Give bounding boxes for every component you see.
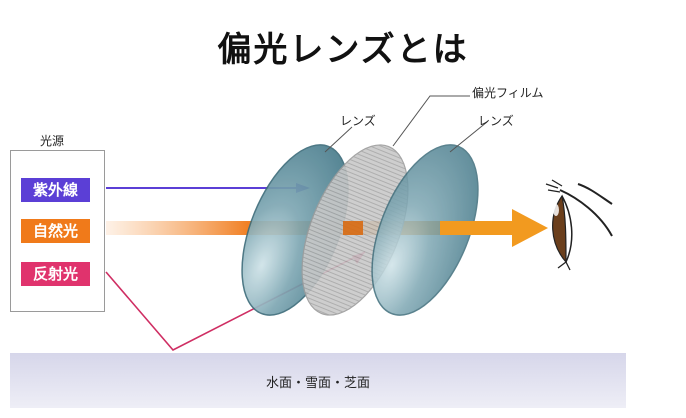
natural-light-badge: 自然光 <box>21 219 90 243</box>
lens-right-label: レンズ <box>478 114 514 128</box>
callout-lens-left <box>324 126 353 153</box>
callout-film <box>392 95 470 147</box>
beam-through-film <box>343 221 363 235</box>
lens-left-label: レンズ <box>340 114 376 128</box>
ground-label: 水面・雪面・芝面 <box>265 376 370 391</box>
natural-light-arrowhead <box>512 209 548 247</box>
callout-lens-right <box>449 121 488 153</box>
polarizing-film-label: 偏光フィルム <box>472 86 544 100</box>
lens-right <box>371 144 479 316</box>
uv-badge: 紫外線 <box>21 178 90 202</box>
page-title: 偏光レンズとは <box>217 30 469 70</box>
light-source-label: 光源 <box>40 134 65 148</box>
eye-icon <box>545 179 613 271</box>
reflected-light-badge: 反射光 <box>21 262 90 286</box>
ground-surface <box>10 353 626 408</box>
beam-exit <box>440 221 512 235</box>
